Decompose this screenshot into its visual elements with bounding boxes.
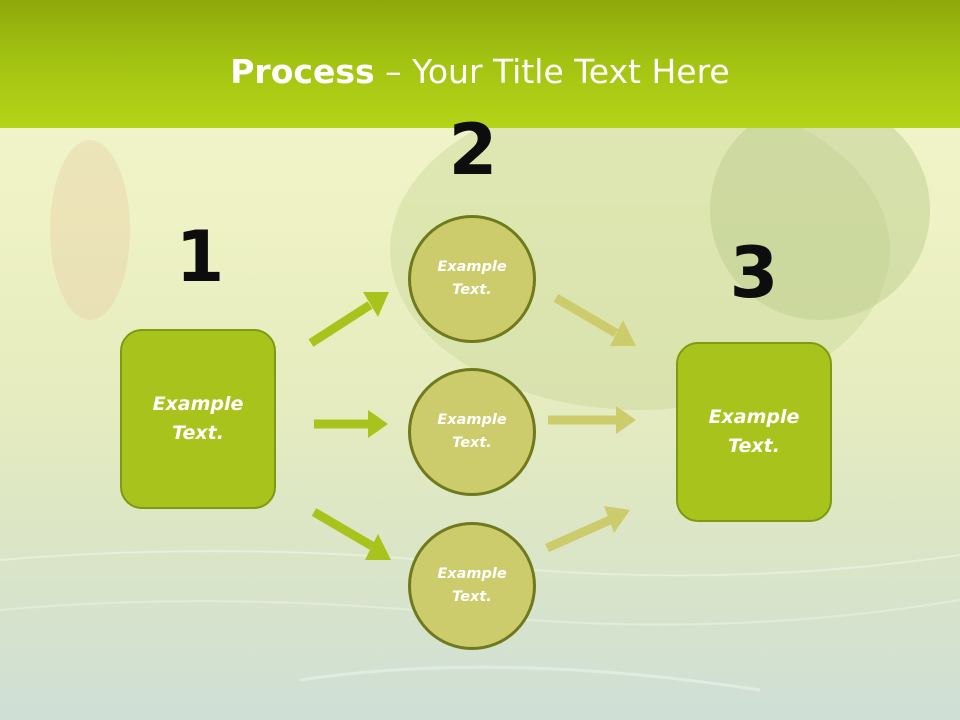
step-2-item-1: Example Text. bbox=[437, 259, 507, 298]
slide-title: Process – Your Title Text Here bbox=[0, 52, 960, 91]
step-2-circle-3: Example Text. bbox=[408, 522, 536, 650]
arrow-left-down bbox=[311, 508, 391, 560]
arrow-right-down bbox=[545, 506, 630, 553]
title-bold: Process bbox=[230, 52, 375, 91]
arrow-right-up bbox=[553, 294, 636, 346]
title-bar: Process – Your Title Text Here bbox=[0, 0, 960, 128]
arrow-left-up bbox=[308, 292, 389, 347]
arrow-right-middle bbox=[548, 406, 636, 434]
step-1-number: 1 bbox=[175, 216, 225, 298]
step-3-box: Example Text. bbox=[676, 342, 832, 522]
step-3-number: 3 bbox=[729, 232, 779, 314]
title-rest: – Your Title Text Here bbox=[374, 52, 730, 91]
step-2-circle-1: Example Text. bbox=[408, 215, 536, 343]
arrow-left-middle bbox=[314, 410, 388, 438]
step-3-label: Example Text. bbox=[708, 406, 800, 457]
step-1-label: Example Text. bbox=[152, 393, 244, 444]
step-2-number: 2 bbox=[448, 109, 498, 191]
step-2-circle-2: Example Text. bbox=[408, 368, 536, 496]
step-2-item-2: Example Text. bbox=[437, 412, 507, 451]
step-2-item-3: Example Text. bbox=[437, 566, 507, 605]
step-1-box: Example Text. bbox=[120, 329, 276, 509]
